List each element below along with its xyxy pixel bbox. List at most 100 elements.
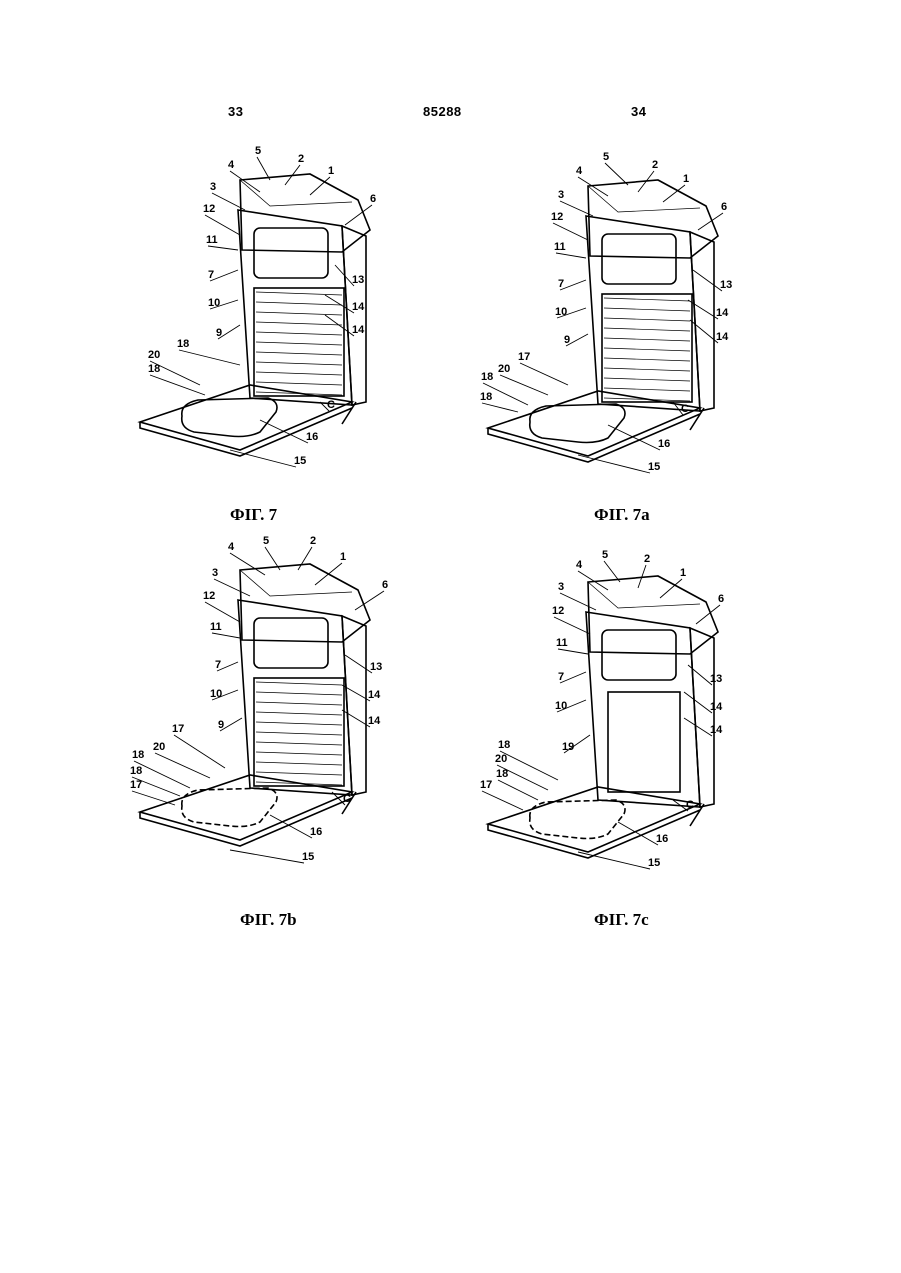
leader-line [205, 602, 240, 622]
leader-line [684, 718, 712, 736]
back-wall [238, 600, 352, 795]
slat [604, 328, 690, 331]
reference-label: 14 [352, 324, 365, 336]
inner-panel [608, 692, 680, 792]
reference-label: 20 [148, 349, 160, 361]
patent-illustration: 45213612111371410141918201817C1615 [468, 530, 768, 875]
slat [604, 368, 690, 371]
slat [256, 332, 342, 335]
leader-line [155, 753, 210, 778]
leader-line [230, 171, 260, 192]
reference-label: 2 [652, 159, 658, 171]
slat [256, 302, 342, 305]
reference-label: 18 [132, 749, 144, 761]
reference-label: 12 [203, 590, 215, 602]
leader-line [345, 655, 372, 673]
reference-label: C [343, 793, 351, 805]
slat-frame [254, 678, 344, 786]
leader-line [179, 350, 240, 365]
reference-label: 10 [555, 306, 567, 318]
reference-label: 11 [210, 621, 222, 633]
patent-illustration: 5214361211137141014917201818C1615 [468, 140, 768, 485]
reference-label: 14 [352, 301, 365, 313]
slat [256, 702, 342, 705]
leader-line [174, 735, 225, 768]
reference-label: 14 [716, 307, 729, 319]
figure-7-drawing: 52143612111371410149182018C1615 [120, 140, 420, 485]
reference-label: 6 [721, 201, 727, 213]
reference-label: C [327, 399, 335, 411]
leader-line [520, 363, 568, 385]
leader-line [500, 751, 558, 780]
side-wall [342, 616, 366, 795]
base-plate [140, 385, 352, 450]
reference-label: 16 [310, 826, 322, 838]
reference-label: 4 [228, 159, 235, 171]
reference-label: 10 [210, 688, 222, 700]
reference-label: 13 [370, 661, 382, 673]
reference-label: 7 [208, 269, 214, 281]
patent-illustration: 452136121171310149141720181817C1615 [120, 530, 420, 875]
leader-line [500, 375, 548, 395]
side-wall [690, 628, 714, 807]
reference-label: 17 [518, 351, 530, 363]
reference-label: C [681, 403, 689, 415]
reference-label: 16 [658, 438, 670, 450]
patent-number: 85288 [423, 104, 462, 119]
leader-line [482, 403, 518, 412]
leader-line [298, 547, 312, 570]
slat [256, 292, 342, 295]
slat [604, 358, 690, 361]
figure-7a-drawing: 5214361211137141014917201818C1615 [468, 140, 768, 485]
leader-line [693, 270, 722, 291]
slat [256, 362, 342, 365]
back-wall [586, 216, 700, 411]
leader-line [345, 205, 372, 225]
reference-label: 15 [302, 851, 314, 863]
slat-frame [254, 288, 344, 396]
slat [604, 348, 690, 351]
figure-7b-drawing: 452136121171310149141720181817C1615 [120, 530, 420, 875]
slat [256, 382, 342, 385]
reference-label: 18 [496, 768, 508, 780]
leader-line [210, 270, 238, 281]
slat [256, 352, 342, 355]
reference-label: 9 [564, 334, 570, 346]
back-wall [238, 210, 352, 405]
reference-label: 7 [215, 659, 221, 671]
reference-label: 12 [552, 605, 564, 617]
leader-line [558, 649, 588, 654]
leader-line [560, 593, 596, 610]
reference-label: 2 [298, 153, 304, 165]
slat [256, 762, 342, 765]
reference-label: 18 [480, 391, 492, 403]
patent-illustration: 52143612111371410149182018C1615 [120, 140, 420, 485]
reference-label: 2 [644, 553, 650, 565]
reference-label: 3 [212, 567, 218, 579]
reference-label: 17 [130, 779, 142, 791]
reference-label: 14 [710, 724, 723, 736]
leader-line [150, 375, 205, 395]
slat [604, 318, 690, 321]
leader-line [257, 157, 270, 180]
slat-frame [602, 294, 692, 402]
back-wall [586, 612, 700, 807]
reference-label: 1 [328, 165, 334, 177]
upper-window [602, 234, 676, 284]
leader-line [230, 450, 296, 467]
slat [256, 342, 342, 345]
reference-label: 4 [576, 165, 583, 177]
figure-7-caption: ФІГ. 7 [230, 505, 277, 525]
leader-line [482, 791, 523, 810]
slat [256, 692, 342, 695]
lid-fold-line [240, 570, 352, 596]
slat [256, 752, 342, 755]
reference-label: 4 [228, 541, 235, 553]
reference-label: 20 [498, 363, 510, 375]
reference-label: 15 [648, 461, 660, 473]
reference-label: 6 [382, 579, 388, 591]
reference-label: 6 [718, 593, 724, 605]
lid-fold-line [588, 582, 700, 608]
figure-7c-caption: ФІГ. 7c [594, 910, 649, 930]
figure-7b-caption: ФІГ. 7b [240, 910, 297, 930]
